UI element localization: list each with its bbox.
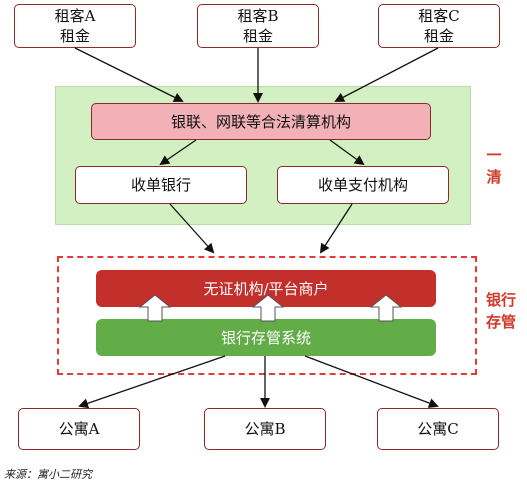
tenant-b-rent: 租金 — [242, 27, 273, 45]
custody-zone — [57, 256, 477, 375]
bank-custody-bar: 银行存管系统 — [96, 319, 436, 356]
tenant-c-rent: 租金 — [423, 27, 454, 45]
arrow-payment-to-platform — [319, 203, 353, 254]
acquiring-bank-box: 收单银行 — [75, 166, 247, 204]
arrow-custody-to-apartment-a — [78, 355, 226, 409]
tenant-b-box: 租客B 租金 — [197, 4, 319, 48]
tenant-a-box: 租客A 租金 — [14, 4, 136, 48]
tenant-b-name: 租客B — [237, 7, 279, 25]
apartment-c-box: 公寓C — [377, 408, 499, 450]
arrow-tenant-c-to-clearing — [334, 47, 439, 102]
clearing-institution-box: 银联、网联等合法清算机构 — [91, 103, 431, 140]
up-arrow-right — [369, 294, 403, 322]
clearing-side-label: 一清 — [486, 146, 502, 186]
arrow-clearing-to-bank — [159, 139, 197, 166]
arrow-tenant-a-to-clearing — [74, 47, 184, 102]
source-note: 来源：寓小二研究 — [4, 468, 92, 481]
tenant-a-rent: 租金 — [59, 27, 90, 45]
tenant-a-name: 租客A — [54, 7, 96, 25]
up-arrow-middle — [251, 294, 285, 322]
arrow-bank-to-platform — [169, 203, 215, 254]
up-arrow-left — [138, 294, 172, 322]
apartment-a-box: 公寓A — [18, 408, 140, 450]
tenant-c-box: 租客C 租金 — [378, 4, 500, 48]
custody-side-label: 银行存管 — [485, 291, 516, 331]
arrow-custody-to-apartment-c — [304, 355, 439, 408]
tenant-c-name: 租客C — [418, 7, 460, 25]
acquiring-payment-box: 收单支付机构 — [277, 166, 449, 204]
apartment-b-box: 公寓B — [204, 408, 326, 450]
arrow-clearing-to-payment — [329, 139, 365, 166]
